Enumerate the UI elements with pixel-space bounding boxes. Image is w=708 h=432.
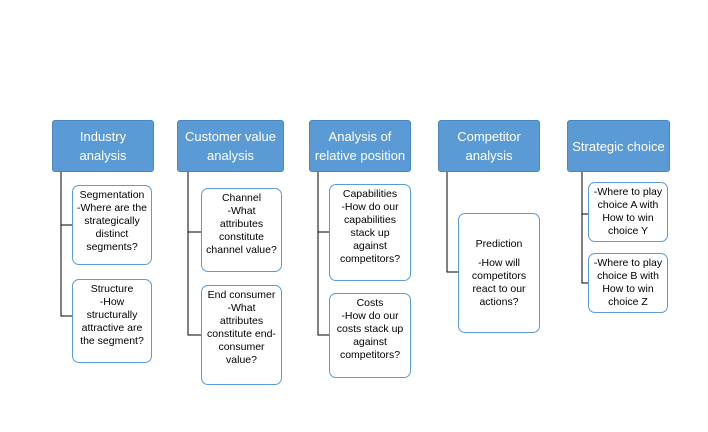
card-title: Costs bbox=[356, 297, 384, 309]
header-analysis-of-relative-position: Analysis of relative position bbox=[309, 120, 411, 172]
card-prediction: Prediction -How will competitors react t… bbox=[458, 213, 540, 333]
card-segmentation: Segmentation -Where are the strategicall… bbox=[72, 185, 152, 265]
card-end-consumer: End consumer -What attributes constitute… bbox=[201, 285, 282, 385]
card-title: Segmentation bbox=[79, 189, 145, 201]
card-costs: Costs -How do our costs stack up against… bbox=[329, 293, 411, 378]
card-body: -How will competitors react to our actio… bbox=[471, 256, 527, 308]
card-body: -Where are the strategically distinct se… bbox=[76, 202, 148, 253]
connector-segmentation bbox=[60, 170, 72, 226]
header-strategic-choice: Strategic choice bbox=[567, 120, 670, 172]
card-channel: Channel -What attributes constitute chan… bbox=[201, 188, 282, 272]
card-choice-b: -Where to play choice B with How to win … bbox=[588, 253, 668, 313]
card-title: End consumer bbox=[207, 289, 276, 301]
card-title: Prediction bbox=[475, 237, 523, 250]
card-capabilities: Capabilities -How do our capabilities st… bbox=[329, 184, 411, 281]
connector-end-consumer bbox=[187, 232, 201, 336]
connector-prediction bbox=[446, 172, 458, 273]
card-body: -What attributes constitute end- consume… bbox=[207, 302, 276, 366]
card-body: -Where to play choice A with How to win … bbox=[593, 186, 663, 237]
card-body: -How structurally attractive are the seg… bbox=[80, 296, 144, 347]
connector-capabilities bbox=[317, 172, 329, 233]
connector-structure bbox=[60, 225, 72, 317]
header-competitor-analysis: Competitor analysis bbox=[438, 120, 540, 172]
connector-choice-b bbox=[581, 214, 588, 284]
header-customer-value-analysis: Customer value analysis bbox=[177, 120, 284, 172]
card-body: -What attributes constitute channel valu… bbox=[206, 205, 277, 256]
card-choice-a: -Where to play choice A with How to win … bbox=[588, 182, 668, 242]
card-title: Structure bbox=[90, 283, 134, 295]
card-body: -How do our costs stack up against compe… bbox=[336, 310, 404, 361]
card-body: -How do our capabilities stack up agains… bbox=[339, 201, 401, 265]
card-title: Capabilities bbox=[342, 188, 398, 200]
connector-costs bbox=[317, 232, 329, 336]
connector-channel bbox=[187, 172, 201, 233]
card-structure: Structure -How structurally attractive a… bbox=[72, 279, 152, 363]
header-industry-analysis: Industry analysis bbox=[52, 120, 154, 172]
card-body: -Where to play choice B with How to win … bbox=[593, 257, 663, 308]
card-title: Channel bbox=[221, 192, 262, 204]
